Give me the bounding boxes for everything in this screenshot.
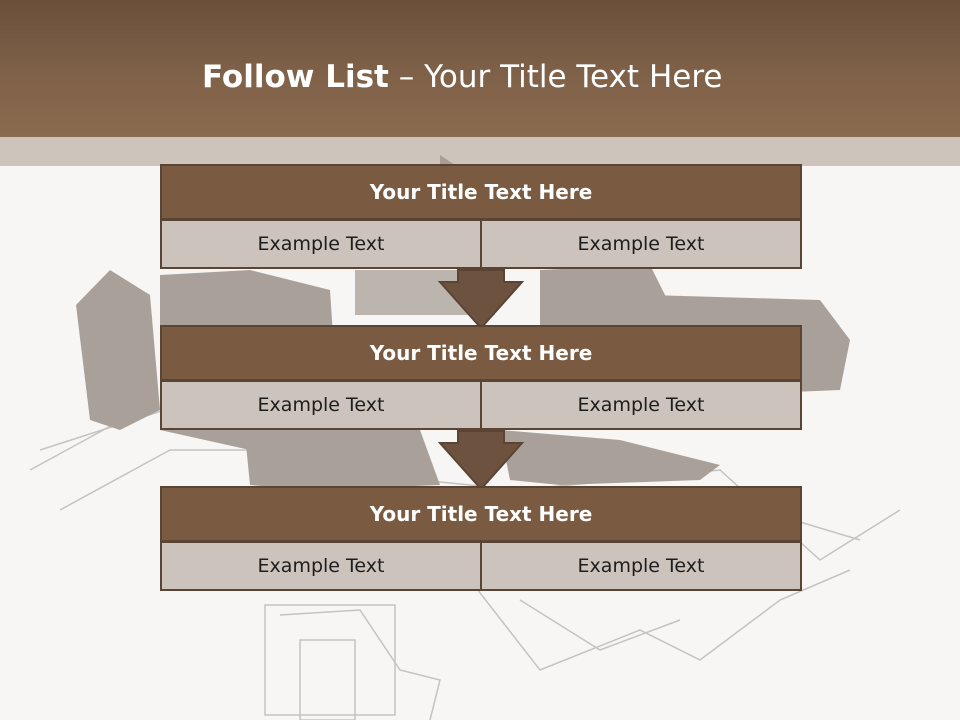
block-1-left-text: Example Text bbox=[160, 219, 482, 269]
block-2-left-text: Example Text bbox=[160, 380, 482, 430]
block-title-2: Your Title Text Here bbox=[160, 325, 802, 381]
list-block-3: Your Title Text Here Example Text Exampl… bbox=[160, 486, 802, 591]
down-arrow-icon bbox=[437, 430, 525, 491]
list-block-1: Your Title Text Here Example Text Exampl… bbox=[160, 164, 802, 269]
block-2-right-text: Example Text bbox=[480, 380, 802, 430]
list-block-2: Your Title Text Here Example Text Exampl… bbox=[160, 325, 802, 430]
slide-title: Follow List – Your Title Text Here bbox=[202, 52, 722, 102]
header-band bbox=[0, 0, 960, 137]
slide-title-rest: – Your Title Text Here bbox=[388, 59, 723, 95]
block-3-left-text: Example Text bbox=[160, 541, 482, 591]
block-title-3: Your Title Text Here bbox=[160, 486, 802, 542]
block-1-right-text: Example Text bbox=[480, 219, 802, 269]
block-3-right-text: Example Text bbox=[480, 541, 802, 591]
block-row-2: Example Text Example Text bbox=[160, 380, 802, 430]
block-row-1: Example Text Example Text bbox=[160, 219, 802, 269]
header-subband bbox=[0, 137, 960, 166]
block-row-3: Example Text Example Text bbox=[160, 541, 802, 591]
slide-title-bold: Follow List bbox=[202, 59, 389, 95]
down-arrow-icon bbox=[437, 269, 525, 330]
block-title-1: Your Title Text Here bbox=[160, 164, 802, 220]
